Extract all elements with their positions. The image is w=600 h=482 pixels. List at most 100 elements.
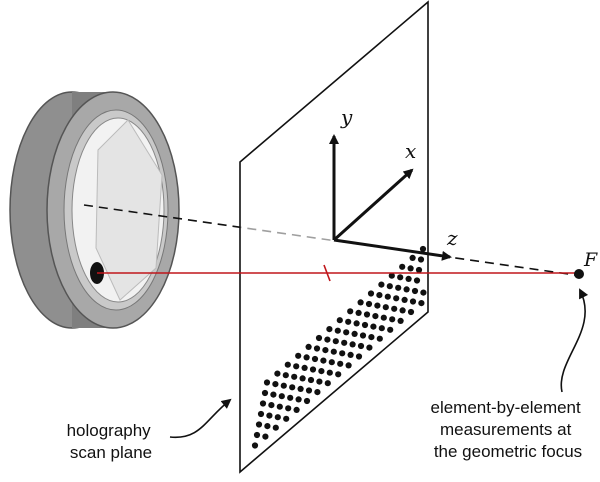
scan-point xyxy=(374,302,381,309)
scan-point xyxy=(388,272,395,279)
focus-caption-line-2: measurements at xyxy=(440,420,572,439)
scan-point xyxy=(305,343,312,350)
scan-point xyxy=(347,351,354,358)
scan-point xyxy=(343,329,350,336)
scan-point xyxy=(287,394,294,401)
scan-point xyxy=(389,316,396,323)
scan-point xyxy=(395,284,402,291)
beam-crossing-tick xyxy=(323,264,331,282)
scan-point xyxy=(361,321,369,329)
scan-point xyxy=(330,348,337,355)
scan-point xyxy=(384,293,391,300)
focus-caption-line-3: the geometric focus xyxy=(434,442,582,461)
scan-point xyxy=(407,308,415,316)
scan-point xyxy=(380,314,387,321)
scan-point xyxy=(261,389,269,397)
scan-point xyxy=(284,361,291,368)
scan-point xyxy=(289,384,296,391)
scan-point xyxy=(413,277,421,284)
scan-point xyxy=(253,431,261,439)
scan-point xyxy=(274,414,281,421)
scan-point xyxy=(293,406,300,413)
scan-point xyxy=(345,362,352,369)
scan-point xyxy=(357,299,364,306)
scan-point xyxy=(251,442,259,449)
scan-point xyxy=(397,317,404,324)
scan-point xyxy=(335,371,342,378)
scan-point xyxy=(365,300,373,308)
scan-point xyxy=(278,393,285,400)
scan-point xyxy=(403,286,410,293)
scan-plane-caption-line-1: holography xyxy=(67,421,152,440)
scan-point xyxy=(324,336,331,343)
reflector-facet xyxy=(95,119,163,301)
scan-point xyxy=(255,421,263,428)
focus-caption: element-by-element measurements at the g… xyxy=(431,398,586,461)
scan-point xyxy=(268,402,275,409)
scan-point xyxy=(355,353,363,360)
scan-point xyxy=(315,334,323,342)
scan-point xyxy=(293,363,300,370)
scan-point xyxy=(326,369,333,376)
scan-point xyxy=(378,281,385,288)
scan-point xyxy=(272,424,279,431)
scan-point xyxy=(367,290,375,297)
scan-point xyxy=(345,318,352,325)
scan-point xyxy=(405,275,412,282)
x-axis-arrow xyxy=(332,168,414,242)
scan-point xyxy=(363,311,371,318)
scan-point xyxy=(339,350,346,357)
scan-point xyxy=(283,415,290,422)
scan-point xyxy=(341,339,348,346)
scan-point xyxy=(420,289,427,296)
scan-point xyxy=(336,317,343,324)
scan-point xyxy=(257,410,265,418)
scan-point xyxy=(370,323,377,330)
scan-point xyxy=(263,379,271,386)
scan-point xyxy=(378,325,385,332)
scan-point xyxy=(322,347,329,354)
scan-point xyxy=(407,265,414,272)
scan-point xyxy=(272,381,279,388)
scan-point xyxy=(349,341,356,348)
focus-leader-arrow xyxy=(560,288,589,393)
scan-point xyxy=(299,375,306,382)
scan-point xyxy=(262,433,269,440)
scan-point xyxy=(399,263,406,270)
scan-plane-caption-line-2: scan plane xyxy=(70,443,152,462)
scan-point xyxy=(397,274,404,281)
scan-point xyxy=(328,359,335,366)
scan-point xyxy=(318,368,325,375)
scan-point xyxy=(353,320,360,327)
scan-point xyxy=(391,305,398,312)
scan-point xyxy=(316,378,323,385)
scan-plane-caption: holography scan plane xyxy=(67,421,156,462)
focus-label: F xyxy=(583,249,598,271)
scan-point xyxy=(282,372,289,379)
scan-point xyxy=(409,254,416,261)
scan-point xyxy=(399,307,406,314)
optical-axis-dashed xyxy=(83,204,583,277)
coordinate-axes: y x z xyxy=(329,105,458,261)
scan-point xyxy=(376,335,383,342)
scan-points xyxy=(251,245,427,449)
scan-point xyxy=(332,338,339,345)
focus-caption-line-1: element-by-element xyxy=(431,398,582,417)
scan-point xyxy=(295,396,302,403)
scan-point xyxy=(393,295,400,302)
scan-point xyxy=(334,327,341,334)
scan-point xyxy=(409,298,417,305)
scan-point xyxy=(368,334,375,341)
scan-point xyxy=(324,380,331,387)
scan-point xyxy=(307,376,315,384)
scan-point xyxy=(266,412,273,419)
geometric-focus-point xyxy=(574,269,584,279)
z-axis-label: z xyxy=(446,226,458,250)
scan-point xyxy=(309,366,317,373)
scan-point xyxy=(259,400,267,407)
scan-point xyxy=(320,357,327,364)
x-axis-label: x xyxy=(405,139,416,163)
scan-point xyxy=(347,308,354,315)
scan-point xyxy=(276,403,283,410)
scan-point xyxy=(382,304,389,311)
